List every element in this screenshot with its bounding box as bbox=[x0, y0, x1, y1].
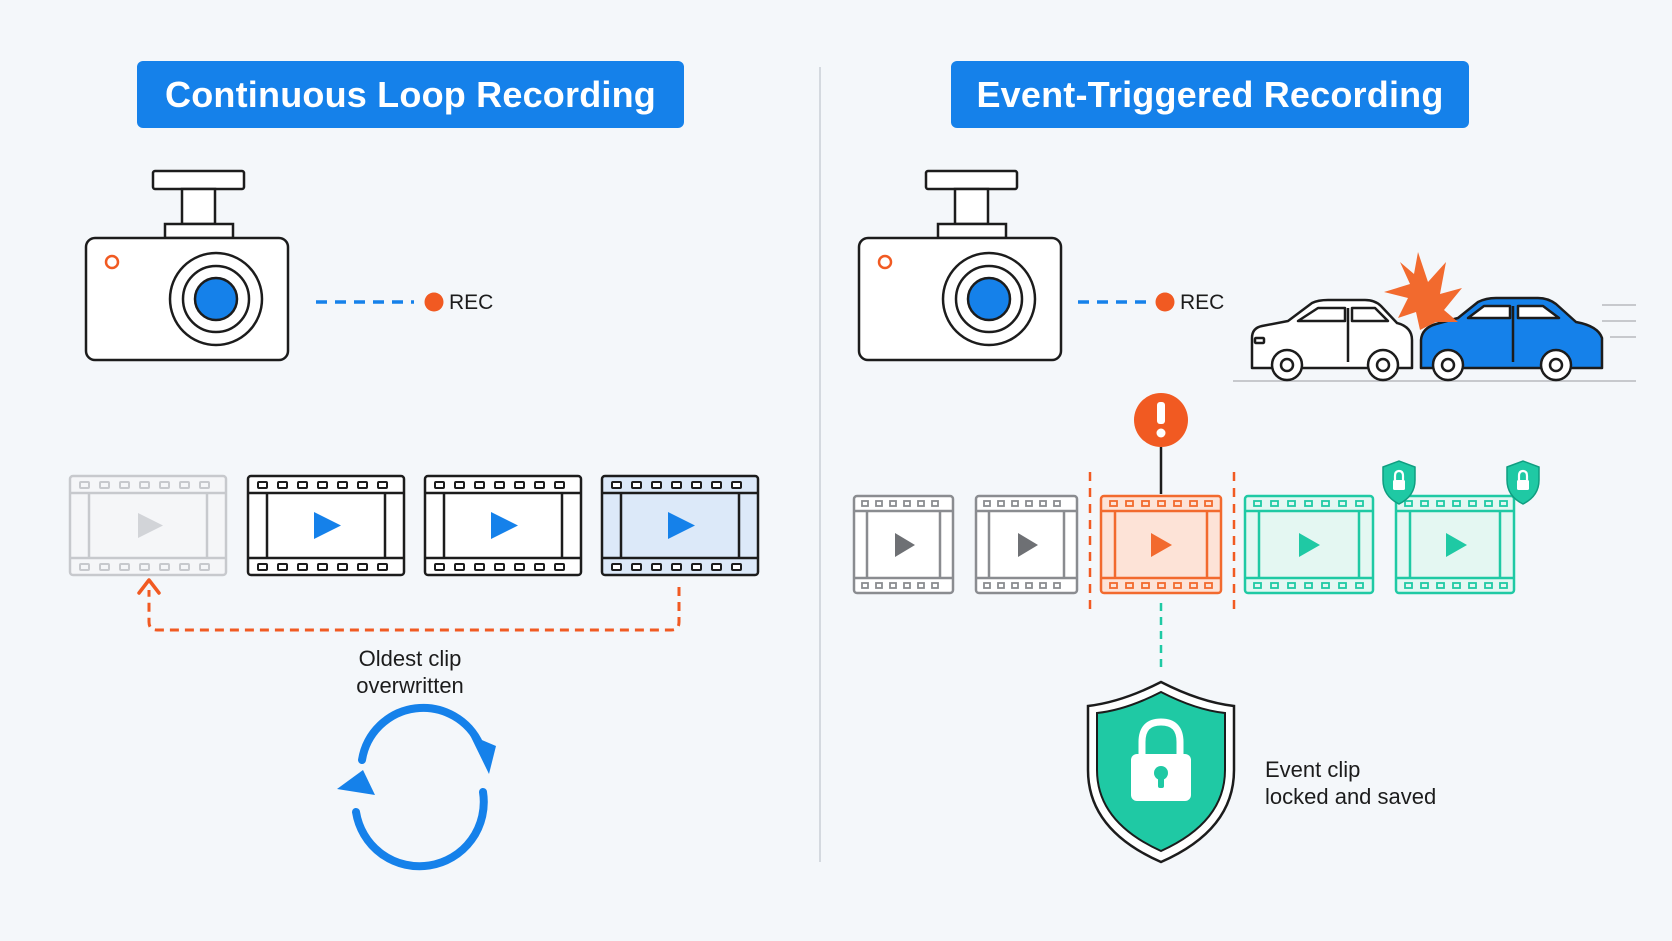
rec-label-left: REC bbox=[449, 291, 494, 314]
right-panel-title: Event-Triggered Recording bbox=[951, 61, 1469, 128]
lock-badge-icon-1 bbox=[1382, 460, 1416, 505]
left-panel-title: Continuous Loop Recording bbox=[137, 61, 684, 128]
rec-dot-left bbox=[424, 292, 444, 312]
film-clip-post-event-1 bbox=[1243, 494, 1375, 595]
loop-cycle-icon bbox=[352, 703, 488, 871]
event-alert-icon bbox=[1134, 393, 1188, 494]
dash-camera-icon-right bbox=[857, 169, 1063, 362]
lock-badge-icon-2 bbox=[1506, 460, 1540, 505]
rec-dot-right bbox=[1155, 292, 1175, 312]
film-clip-post-event-2 bbox=[1394, 494, 1516, 595]
collision-scene bbox=[1233, 252, 1636, 382]
impact-burst-icon bbox=[1384, 252, 1462, 330]
overwrite-caption-line2: overwritten bbox=[356, 673, 464, 698]
event-bracket bbox=[1088, 472, 1236, 616]
film-clip-2 bbox=[246, 474, 406, 577]
dash-camera-icon-left bbox=[84, 169, 290, 362]
overwrite-arrowhead bbox=[137, 578, 161, 595]
blue-car-icon bbox=[1419, 296, 1604, 382]
rec-indicator-left bbox=[316, 292, 444, 312]
film-clip-newest bbox=[600, 474, 760, 577]
film-clip-event bbox=[1099, 494, 1223, 595]
film-clip-oldest bbox=[68, 474, 228, 577]
overwrite-arrow bbox=[147, 587, 681, 632]
shield-lock-icon bbox=[1086, 680, 1236, 864]
rec-indicator-right bbox=[1078, 292, 1175, 312]
white-car-icon bbox=[1250, 298, 1414, 382]
panel-divider bbox=[819, 67, 821, 862]
loop-arrowhead-1 bbox=[470, 735, 496, 774]
event-caption-line2: locked and saved bbox=[1265, 784, 1437, 809]
film-clip-pre-event-1 bbox=[852, 494, 955, 595]
event-caption-line1: Event clip bbox=[1265, 757, 1361, 782]
film-clip-3 bbox=[423, 474, 583, 577]
overwrite-caption-line1: Oldest clip bbox=[358, 646, 462, 671]
film-clip-pre-event-2 bbox=[974, 494, 1079, 595]
rec-label-right: REC bbox=[1180, 291, 1225, 314]
loop-arrowhead-2 bbox=[337, 770, 375, 795]
speed-lines bbox=[1602, 304, 1636, 338]
